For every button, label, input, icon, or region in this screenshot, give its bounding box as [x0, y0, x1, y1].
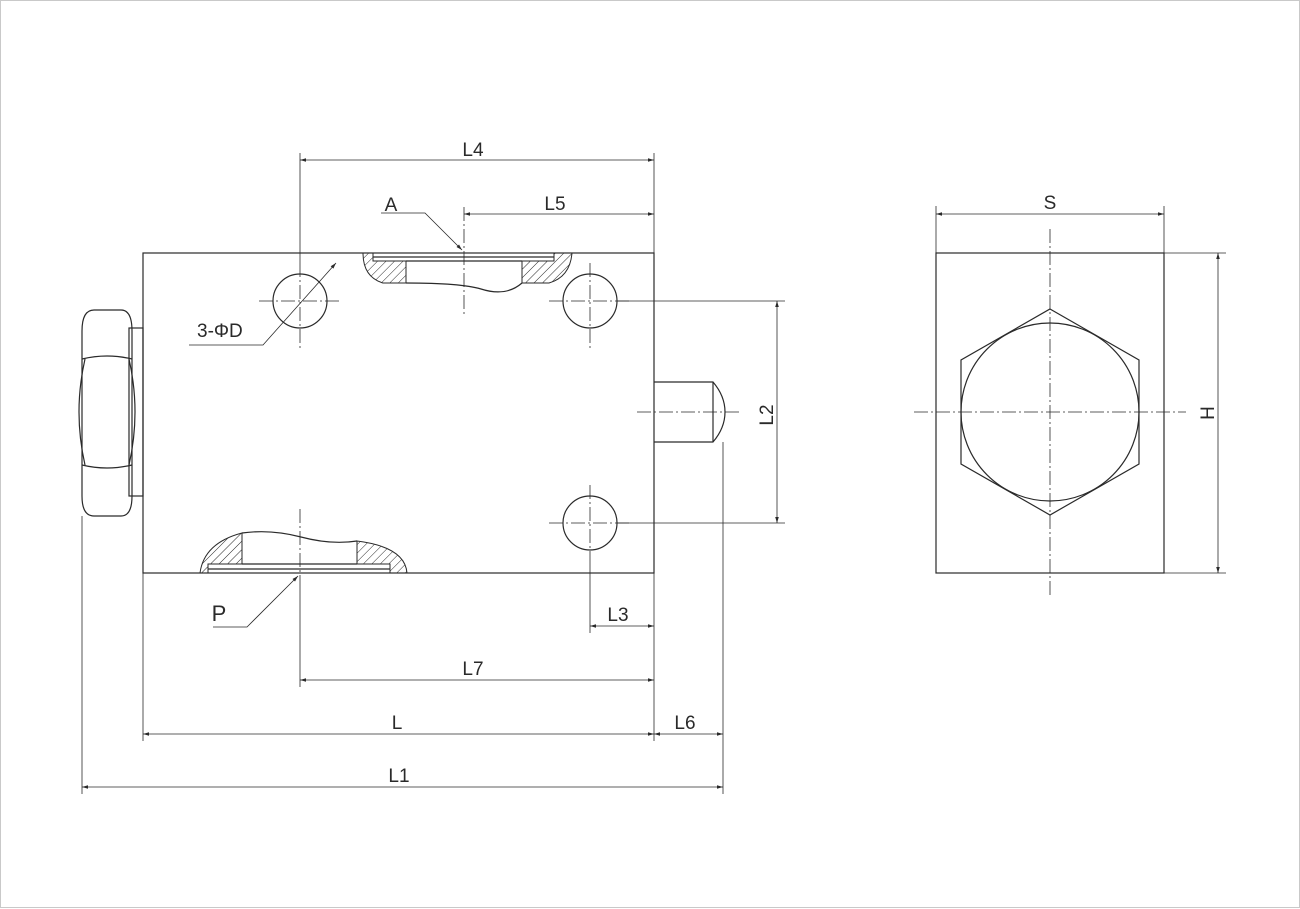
center-lines — [259, 207, 631, 579]
dim-label-l2: L2 — [757, 404, 778, 425]
dim-label-h: H — [1198, 406, 1219, 420]
hole-label: 3-ΦD — [197, 321, 243, 342]
dim-label-l5: L5 — [544, 194, 565, 215]
port-label-a: A — [385, 195, 398, 216]
port-p-section — [199, 531, 408, 574]
dim-label-l4: L4 — [462, 140, 484, 161]
leader-lines — [189, 212, 463, 628]
dim-label-s: S — [1044, 193, 1057, 214]
extension-lines — [81, 153, 785, 794]
dim-label-l1: L1 — [388, 766, 409, 787]
side-view: S H — [914, 193, 1226, 597]
dim-label-l7: L7 — [462, 659, 483, 680]
pin — [637, 381, 739, 443]
dim-label-l: L — [392, 713, 403, 734]
dim-label-l3: L3 — [607, 605, 628, 626]
mounting-holes — [272, 273, 618, 551]
dimension-lines — [82, 158, 779, 789]
port-a-section — [362, 252, 573, 293]
hex-nut-side — [78, 309, 144, 517]
dim-label-l6: L6 — [674, 713, 695, 734]
front-view: L4 L5 A 3-ΦD L2 P L3 L7 L L6 L1 — [78, 140, 785, 794]
port-label-p: P — [212, 601, 227, 626]
